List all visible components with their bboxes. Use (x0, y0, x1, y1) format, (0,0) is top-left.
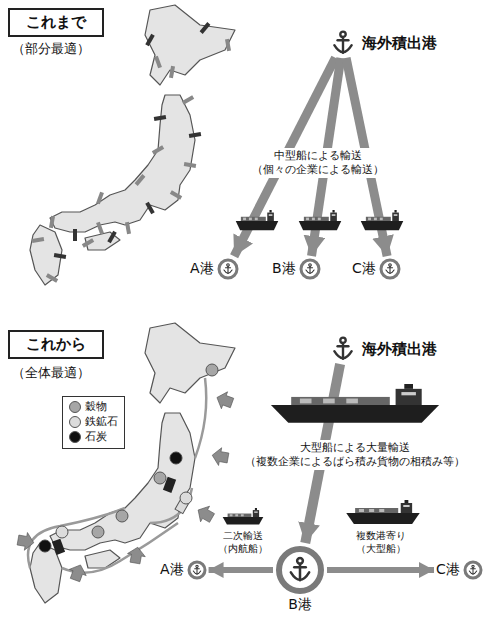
port-icon (463, 560, 483, 580)
flow-arrow (209, 567, 273, 573)
port-icon (275, 545, 325, 595)
node-text: 海外積出港 (362, 340, 437, 359)
legend-swatch (69, 431, 81, 443)
medium-ship (236, 210, 279, 230)
port-node: A港 (160, 560, 207, 580)
hub-port: B港 (275, 545, 325, 614)
edge-label: 複数港寄り （大型船） (350, 529, 412, 556)
port-icon (299, 258, 321, 280)
medium-ship (361, 210, 404, 230)
node-text: これまで (26, 13, 86, 31)
origin-port: 海外積出港 (330, 30, 437, 56)
node-text: C港 (436, 561, 460, 579)
edge-label: 中型船による輸送 （個々の企業による輸送） (248, 148, 388, 178)
port-marks (32, 22, 231, 283)
legend-row: 石炭 (69, 430, 118, 445)
legend-text: 石炭 (85, 430, 107, 445)
node-text: B港 (288, 596, 312, 614)
anchor-icon (330, 30, 356, 56)
legend-row: 穀物 (69, 400, 118, 415)
medium-ship (299, 210, 342, 230)
port-icon (187, 560, 207, 580)
node-text: A港 (160, 561, 184, 579)
large-ship (346, 500, 419, 524)
legend-text: 鉄鉱石 (85, 415, 118, 430)
flow-arrow (327, 567, 434, 573)
note-label: （部分最適） (12, 40, 90, 58)
heading-box: これから (8, 330, 104, 359)
node-text: B港 (272, 260, 296, 278)
port-icon (379, 258, 401, 280)
port-node: A港 (190, 258, 239, 280)
port-node: B港 (272, 258, 321, 280)
edge-label: 二次輸送 （内航船） (215, 529, 271, 556)
coastal-ship (223, 508, 264, 525)
large-ship (271, 384, 439, 423)
anchor-icon (330, 336, 356, 362)
note-label: （全体最適） (12, 364, 90, 382)
port-node: C港 (436, 560, 483, 580)
legend-text: 穀物 (85, 400, 107, 415)
port-icon (217, 258, 239, 280)
legend-swatch (69, 401, 81, 413)
legend-box: 穀物鉄鉱石石炭 (62, 396, 125, 449)
edge-label: 大型船による大量輸送 （複数企業によるばら積み貨物の相積み等） (242, 440, 468, 470)
legend-row: 鉄鉱石 (69, 415, 118, 430)
node-text: これから (26, 335, 86, 353)
port-node: C港 (352, 258, 401, 280)
node-text: C港 (352, 260, 376, 278)
origin-port: 海外積出港 (330, 336, 437, 362)
legend-swatch (69, 416, 81, 428)
heading-box: これまで (8, 8, 104, 37)
node-text: A港 (190, 260, 214, 278)
node-text: 海外積出港 (362, 34, 437, 53)
